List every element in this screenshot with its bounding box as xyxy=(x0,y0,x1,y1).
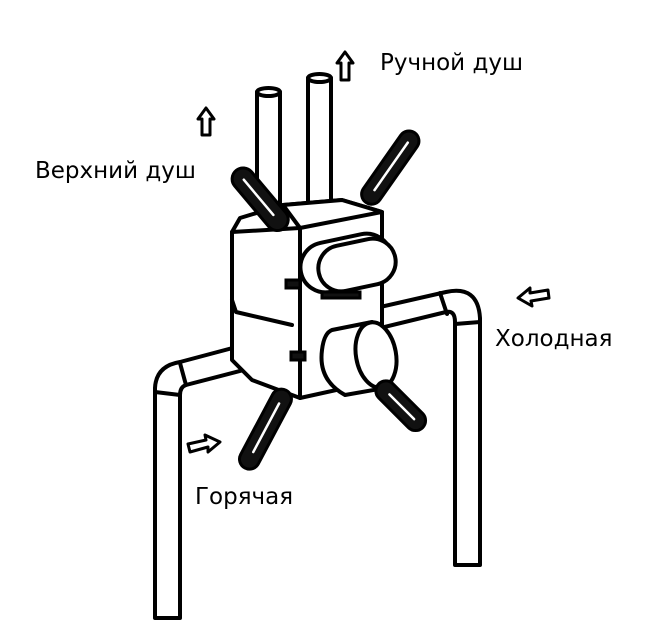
cold-pipe xyxy=(374,288,482,567)
label-cold: Холодная xyxy=(495,326,613,352)
arrow-up-icon xyxy=(196,106,216,137)
label-hand-shower: Ручной душ xyxy=(380,50,523,76)
mounting-brackets xyxy=(230,129,428,471)
hot-pipe xyxy=(153,339,268,620)
outlet-pipes xyxy=(255,72,333,219)
label-overhead-shower: Верхний душ xyxy=(35,158,196,184)
arrow-up-icon xyxy=(335,50,355,82)
label-hot: Горячая xyxy=(195,484,294,510)
arrow-right-icon xyxy=(186,433,222,454)
mixer-body xyxy=(230,198,399,400)
arrow-left-icon xyxy=(516,286,551,308)
